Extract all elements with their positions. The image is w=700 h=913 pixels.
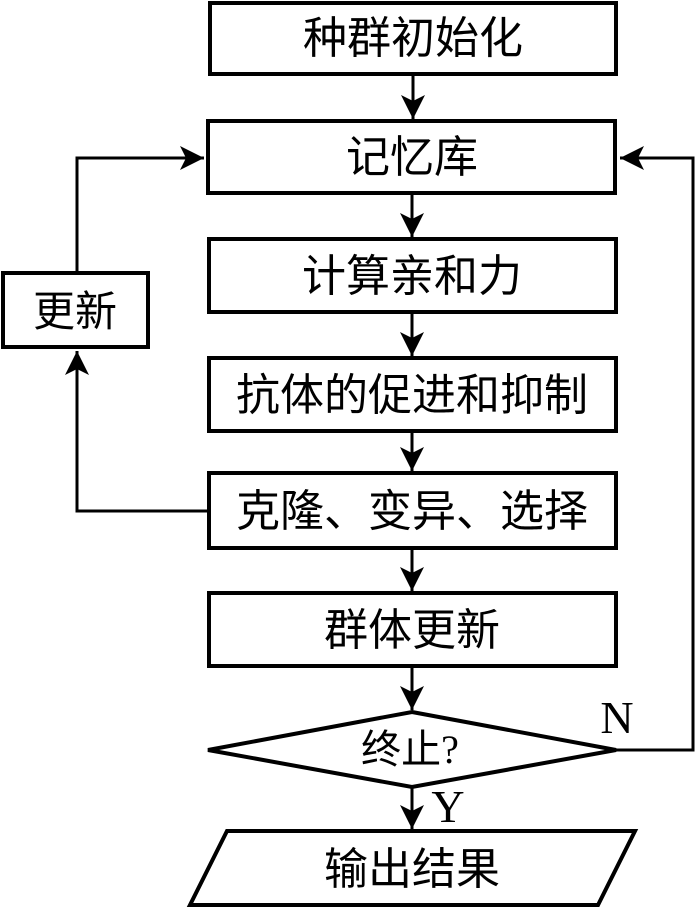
node-population-update: 群体更新 [207, 591, 618, 668]
update-box [1, 271, 150, 349]
antibody-promote-suppress-box [207, 356, 618, 433]
node-memory-bank: 记忆库 [206, 119, 617, 195]
population-init-box [208, 1, 618, 76]
node-antibody-promote-suppress: 抗体的促进和抑制 [207, 356, 618, 433]
arrow-clone-to-update [65, 351, 209, 513]
terminate-diamond [207, 709, 617, 790]
node-clone-mutate-select: 克隆、变异、选择 [207, 471, 618, 550]
node-update: 更新 [1, 271, 150, 349]
clone-mutate-select-label: 克隆、变异、选择 [236, 487, 588, 536]
antibody-promote-suppress-label: 抗体的促进和抑制 [236, 371, 588, 420]
update-label: 更新 [33, 290, 117, 336]
output-result-parallelogram [186, 829, 639, 907]
output-result-label: 输出结果 [324, 845, 500, 894]
arrow-terminate-no-to-memory [615, 146, 695, 752]
terminate-label: 终止? [361, 727, 459, 772]
node-population-init: 种群初始化 [208, 1, 618, 76]
memory-bank-box [206, 119, 617, 195]
branch-no-label: N [600, 692, 633, 743]
node-terminate-decision: 终止? [207, 709, 617, 790]
calc-affinity-label: 计算亲和力 [302, 252, 522, 301]
calc-affinity-box [207, 237, 618, 314]
node-calc-affinity: 计算亲和力 [207, 237, 618, 314]
population-init-label: 种群初始化 [303, 14, 523, 63]
population-update-label: 群体更新 [324, 606, 500, 655]
branch-yes-label: Y [431, 781, 464, 832]
clone-mutate-select-box [207, 471, 618, 550]
arrow-update-to-memory [75, 146, 204, 273]
node-output-result: 输出结果 [186, 829, 639, 907]
memory-bank-label: 记忆库 [346, 133, 478, 182]
population-update-box [207, 591, 618, 668]
